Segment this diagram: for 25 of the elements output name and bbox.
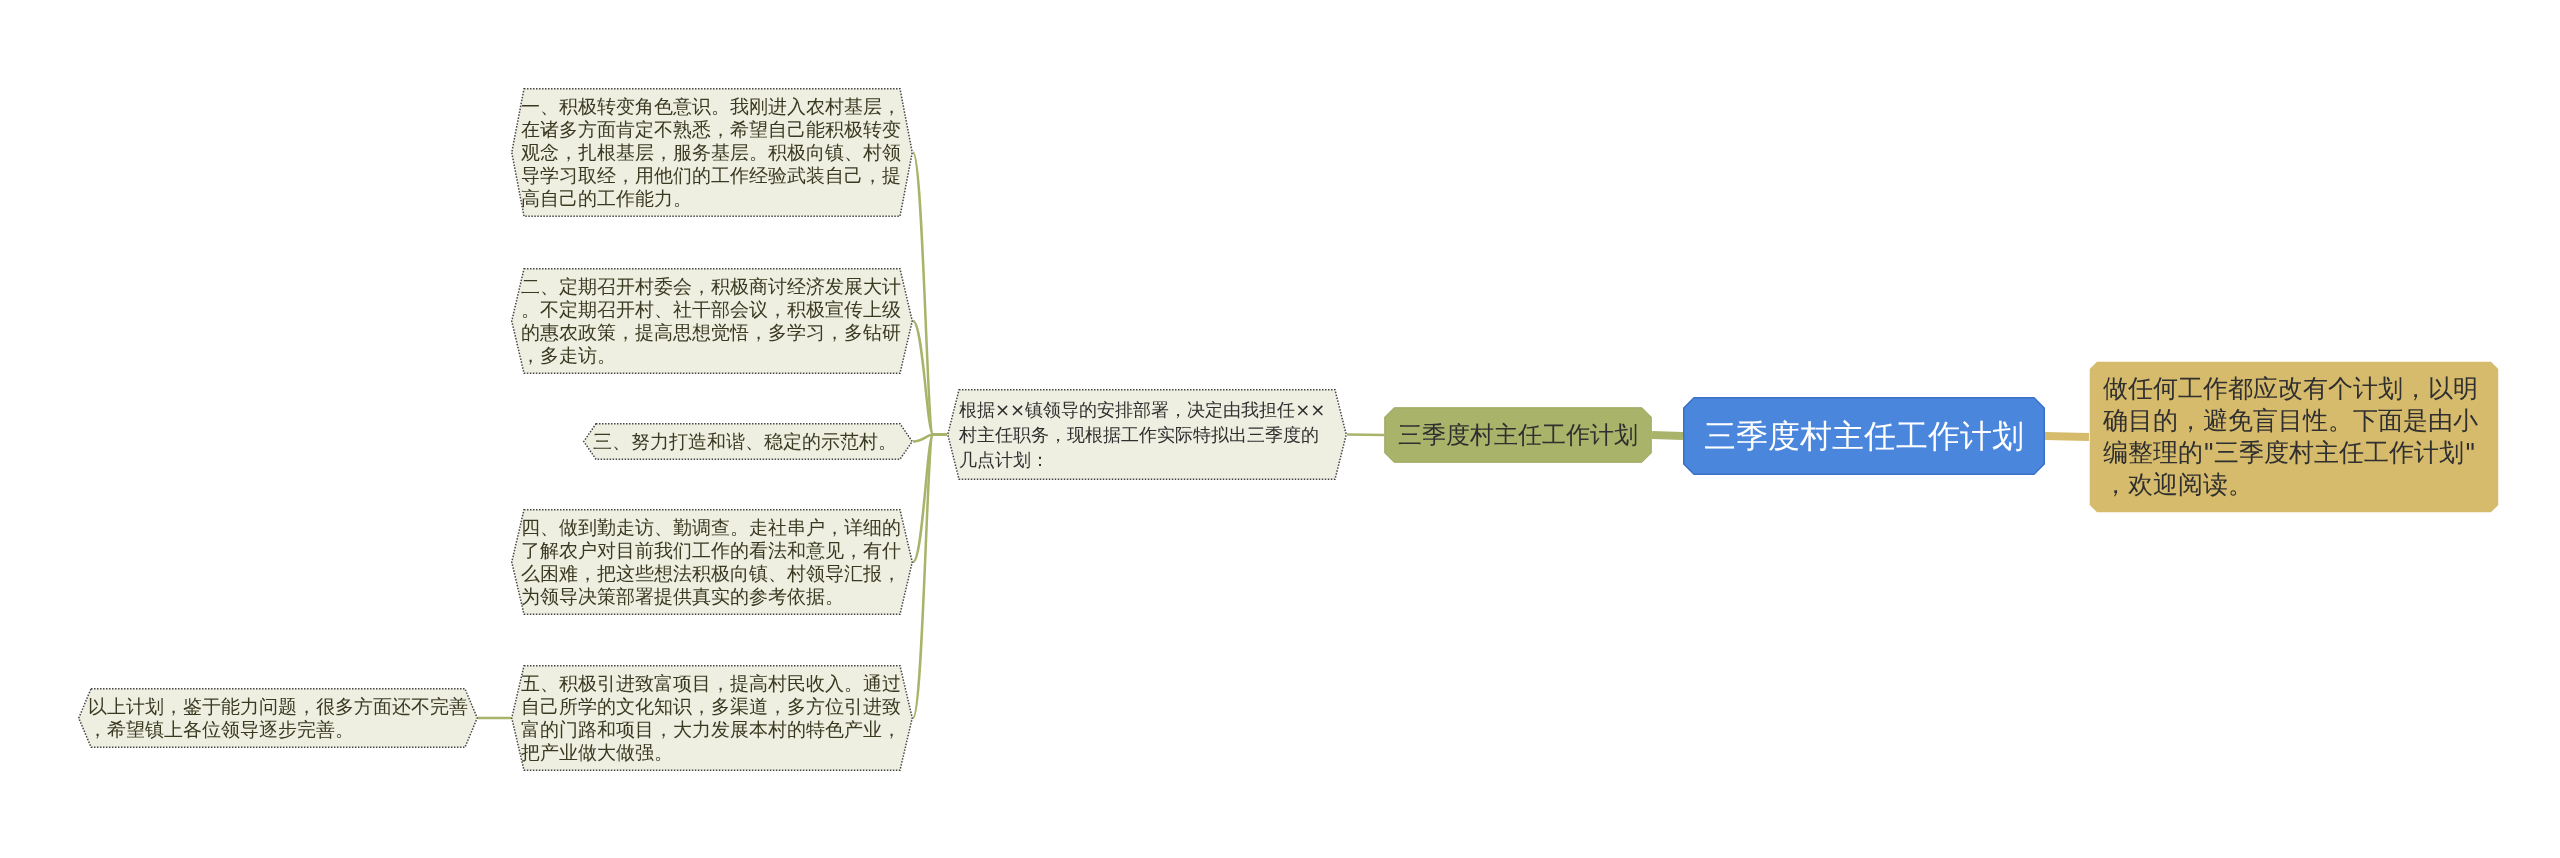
- subtopic-text: 根据××镇领导的安排部署，决定由我担任××村主任职务，现根据工作实际特拟出三季度的几点计划：: [959, 398, 1327, 472]
- detail-text: 二、定期召开村委会，积极商讨经济发展大计。不定期召开村、社干部会议，积极宣传上级的惠农政策，提高思想觉悟，多学习，多钻研，多走访。: [521, 275, 902, 367]
- detail-text: 一、积极转变角色意识。我刚进入农村基层，在诸多方面肯定不熟悉，希望自己能积极转变观念，扎根基层，服务基层。积极向镇、村领导学习取经，用他们的工作经验武装自己，提高自己的工作能力。: [521, 95, 902, 210]
- detail-text: 三、努力打造和谐、稳定的示范村。: [593, 430, 898, 453]
- connector-line: [478, 716, 511, 720]
- detail-box: [511, 88, 913, 217]
- detail-box: [511, 268, 913, 374]
- detail-box: [511, 509, 913, 615]
- central-topic-box: [1683, 397, 2045, 475]
- summary-text: 做任何工作都应改有个计划，以明确目的，避免盲目性。下面是由小编整理的"三季度村主任工作计划"，欢迎阅读。: [2103, 373, 2479, 501]
- connector-line: [1347, 433, 1384, 437]
- subtopic-box: [947, 389, 1347, 480]
- detail-box: [511, 665, 913, 771]
- detail-text: 五、积极引进致富项目，提高村民收入。通过自己所学的文化知识，多渠道，多方位引进致富的门路和项目，大力发展本村的特色产业，把产业做大做强。: [521, 672, 902, 764]
- connector-line: [911, 433, 947, 719]
- detail-text: 以上计划，鉴于能力问题，很多方面还不完善，希望镇上各位领导逐步完善。: [88, 695, 468, 741]
- connector-line: [1651, 431, 1684, 440]
- connector-line: [2044, 432, 2090, 441]
- detail-box: [78, 688, 478, 748]
- detail-text: 四、做到勤走访、勤调查。走社串户，详细的了解农户对目前我们工作的看法和意见，有什么困难，把这些想法积极向镇、村领导汇报，为领导决策部署提供真实的参考依据。: [521, 516, 902, 608]
- summary-box: [2089, 361, 2499, 513]
- central-topic-title: 三季度村主任工作计划: [1703, 416, 2025, 457]
- main-topic-title: 三季度村主任工作计划: [1397, 420, 1639, 451]
- detail-box: [583, 423, 913, 460]
- main-topic-box: [1384, 407, 1652, 463]
